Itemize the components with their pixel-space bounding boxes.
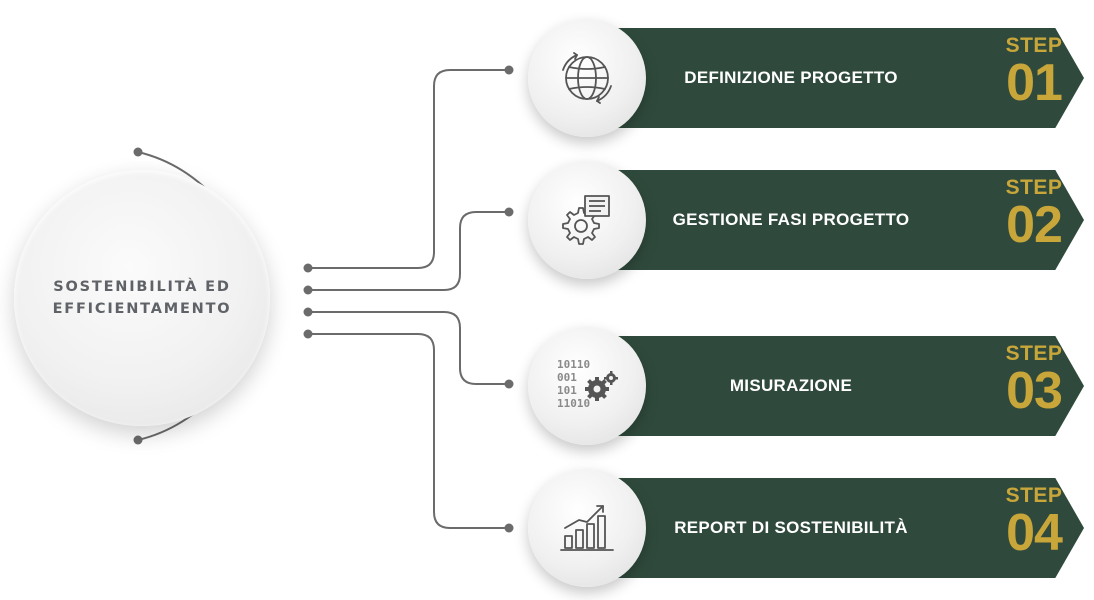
step-3-banner: MISURAZIONE STEP 03 xyxy=(606,336,1084,436)
step-4-tag: STEP 04 xyxy=(994,485,1074,560)
step-2-title: GESTIONE FASI PROGETTO xyxy=(672,210,910,229)
step-4-icon-disc xyxy=(528,469,646,587)
connector-dot-start-2 xyxy=(303,285,313,295)
hub-label: SOSTENIBILITÀ ED EFFICIENTAMENTO xyxy=(14,276,270,320)
step-1-tag: STEP 01 xyxy=(994,35,1074,110)
binary-line-1: 10110 xyxy=(557,358,590,371)
connector-step-3 xyxy=(308,311,509,385)
step-3-word: STEP xyxy=(1005,342,1063,365)
connector-step-2 xyxy=(308,211,509,291)
binary-line-4: 11010 xyxy=(557,397,590,410)
connector-step-1 xyxy=(308,69,509,269)
connector-dot-end-1 xyxy=(504,65,514,75)
connector-dot-end-4 xyxy=(504,523,514,533)
step-4: REPORT DI SOSTENIBILITÀ STEP 04 xyxy=(528,469,1084,587)
step-1-title: DEFINIZIONE PROGETTO xyxy=(684,68,898,87)
step-2-word: STEP xyxy=(1005,176,1063,199)
connector-dot-start-3 xyxy=(303,307,313,317)
step-2-number: 02 xyxy=(1006,196,1063,254)
step-1: DEFINIZIONE PROGETTO STEP 01 xyxy=(528,19,1084,137)
step-3-number: 03 xyxy=(1006,362,1063,420)
globe-icon xyxy=(562,52,612,104)
step-3: MISURAZIONE STEP 03 10110 001 101 11010 xyxy=(528,327,1084,445)
step-1-word: STEP xyxy=(1005,34,1063,57)
connector-step-4 xyxy=(308,333,509,529)
step-1-number: 01 xyxy=(1006,54,1063,112)
hub-arc-dot-bottom xyxy=(133,435,143,445)
step-2-tag: STEP 02 xyxy=(994,177,1074,252)
step-3-icon-disc: 10110 001 101 11010 xyxy=(528,327,646,445)
connector-dot-start-4 xyxy=(303,329,313,339)
step-1-banner: DEFINIZIONE PROGETTO STEP 01 xyxy=(606,28,1084,128)
step-2: GESTIONE FASI PROGETTO STEP 02 xyxy=(528,161,1084,279)
step-4-banner: REPORT DI SOSTENIBILITÀ STEP 04 xyxy=(606,478,1084,578)
hub-circle: SOSTENIBILITÀ ED EFFICIENTAMENTO xyxy=(14,170,270,426)
step-4-word: STEP xyxy=(1005,484,1063,507)
step-1-icon-disc xyxy=(528,19,646,137)
step-4-title: REPORT DI SOSTENIBILITÀ xyxy=(674,518,908,537)
bar-chart-growth-icon xyxy=(560,505,614,551)
gear-document-icon xyxy=(562,195,610,245)
connector-dot-end-3 xyxy=(504,379,514,389)
hub-arc-dot-top xyxy=(133,147,143,157)
step-4-number: 04 xyxy=(1006,504,1063,562)
connector-dot-end-2 xyxy=(504,207,514,217)
step-2-icon-disc xyxy=(528,161,646,279)
binary-gears-icon: 10110 001 101 11010 xyxy=(557,358,618,410)
step-3-tag: STEP 03 xyxy=(994,343,1074,418)
binary-line-3: 101 xyxy=(557,384,577,397)
connector-dot-start-1 xyxy=(303,263,313,273)
step-3-title: MISURAZIONE xyxy=(729,376,853,395)
step-2-banner: GESTIONE FASI PROGETTO STEP 02 xyxy=(606,170,1084,270)
hub-label-line-1: SOSTENIBILITÀ ED xyxy=(53,279,231,295)
hub-label-line-2: EFFICIENTAMENTO xyxy=(52,301,232,317)
binary-line-2: 001 xyxy=(557,371,577,384)
